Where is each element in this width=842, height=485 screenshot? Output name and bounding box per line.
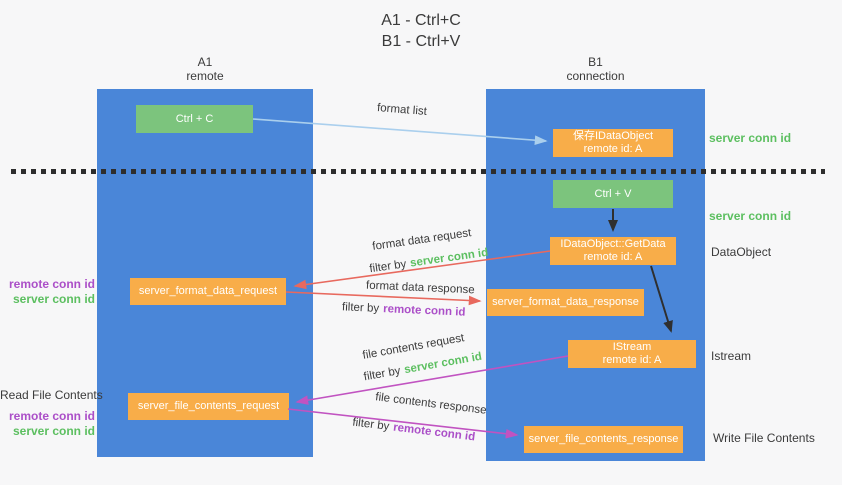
node-save-idataobject-line1: 保存IDataObject xyxy=(572,130,654,142)
node-server-format-data-request-label: server_format_data_request xyxy=(138,285,278,297)
lane-header-a1: A1 remote xyxy=(97,55,313,83)
node-save-idataobject-line2: remote id: A xyxy=(583,143,643,155)
node-server-format-data-response: server_format_data_response xyxy=(487,289,644,316)
right-label-server-conn-id-mid: server conn id xyxy=(709,209,792,223)
right-label-server-conn-id-top: server conn id xyxy=(709,131,792,145)
node-istream-line2: remote id: A xyxy=(602,354,662,366)
left-label-conn-id-pair-1: remote conn id server conn id xyxy=(0,277,95,307)
node-istream-line1: IStream xyxy=(612,341,652,353)
node-server-file-contents-request-label: server_file_contents_request xyxy=(137,400,280,412)
node-ctrl-v: Ctrl + V xyxy=(553,180,673,208)
lane-b1-name: B1 xyxy=(588,55,603,69)
node-server-file-contents-response-label: server_file_contents_response xyxy=(528,433,679,445)
node-istream: IStream remote id: A xyxy=(568,340,696,368)
node-idataobject-getdata: IDataObject::GetData remote id: A xyxy=(550,237,676,265)
left-label-remote-conn-id-1: remote conn id xyxy=(8,277,95,291)
title-line-2: B1 - Ctrl+V xyxy=(381,33,461,50)
server-conn-id-key: server conn id xyxy=(409,246,489,270)
left-label-server-conn-id-2: server conn id xyxy=(12,424,95,438)
lane-a1-name: A1 xyxy=(197,55,213,69)
node-server-file-contents-request: server_file_contents_request xyxy=(128,393,289,420)
edge-label-format-list: format list xyxy=(376,102,428,118)
node-getdata-line1: IDataObject::GetData xyxy=(560,238,666,250)
edge-label-format-data-request: format data request xyxy=(371,227,473,253)
node-server-format-data-response-label: server_format_data_response xyxy=(492,296,639,308)
filter-by-text: filter by xyxy=(368,258,408,276)
diagram-title: A1 - Ctrl+C B1 - Ctrl+V xyxy=(281,10,561,52)
left-label-server-conn-id-1: server conn id xyxy=(12,292,95,306)
filter-by-text: filter by xyxy=(362,365,402,384)
remote-conn-id-key: remote conn id xyxy=(392,421,476,444)
lane-b1-subtitle: connection xyxy=(566,69,625,83)
left-label-remote-conn-id-2: remote conn id xyxy=(8,409,95,423)
right-label-dataobject: DataObject xyxy=(711,245,772,259)
node-server-file-contents-response: server_file_contents_response xyxy=(524,426,683,453)
node-ctrl-v-label: Ctrl + V xyxy=(594,187,632,200)
lane-header-b1: B1 connection xyxy=(486,55,705,83)
node-server-format-data-request: server_format_data_request xyxy=(130,278,286,305)
right-label-write-file-contents: Write File Contents xyxy=(713,431,815,445)
node-ctrl-c: Ctrl + C xyxy=(136,105,253,133)
edge-label-file-contents-response: file contents response xyxy=(374,391,488,417)
node-save-idataobject: 保存IDataObject remote id: A xyxy=(553,129,673,157)
filter-by-text: filter by xyxy=(351,416,390,433)
left-label-read-file-contents: Read File Contents xyxy=(0,388,103,402)
title-line-1: A1 - Ctrl+C xyxy=(381,12,461,29)
right-label-istream: Istream xyxy=(711,349,752,363)
server-conn-id-key: server conn id xyxy=(403,350,483,377)
filter-by-text: filter by xyxy=(341,301,380,315)
dotted-separator-line xyxy=(11,169,825,174)
remote-conn-id-key: remote conn id xyxy=(382,303,466,319)
left-label-conn-id-pair-2: remote conn id server conn id xyxy=(0,409,95,439)
lane-a1-subtitle: remote xyxy=(186,69,224,83)
node-ctrl-c-label: Ctrl + C xyxy=(175,112,214,125)
edge-label-format-data-response: format data response xyxy=(365,279,475,297)
node-getdata-line2: remote id: A xyxy=(583,251,643,263)
